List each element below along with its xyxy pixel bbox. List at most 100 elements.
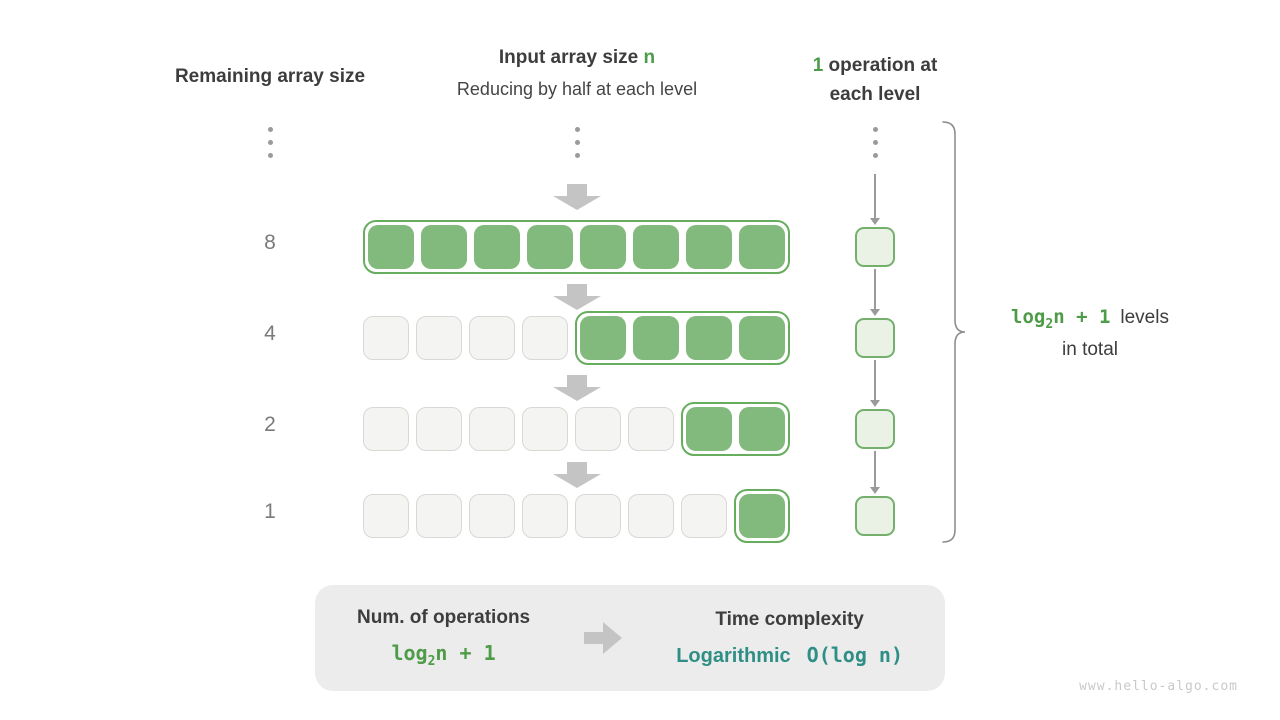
flow-arrow-icon: [869, 451, 881, 494]
array-cell-empty: [522, 494, 568, 538]
complexity-value: Logarithmic O(log n): [676, 643, 903, 668]
header-subtitle: Reducing by half at each level: [456, 79, 698, 99]
watermark: www.hello-algo.com: [1079, 679, 1238, 694]
arrow-line: [874, 360, 876, 400]
ellipsis-dots-right: [872, 127, 878, 158]
flow-arrow-icon: [869, 174, 881, 225]
active-subarray-outline: [681, 402, 790, 456]
arrow-line: [874, 174, 876, 218]
halve-arrow-icon: [553, 184, 601, 210]
array-cell-empty: [416, 407, 462, 451]
dot: [574, 140, 580, 145]
halve-arrow-icon: [553, 284, 601, 310]
header-input-array-size: Input array size n Reducing by half at e…: [427, 47, 727, 100]
flow-arrow-icon: [869, 360, 881, 407]
dot: [267, 140, 273, 145]
operation-cell: [855, 318, 895, 358]
dot: [267, 127, 273, 132]
brace-icon: [942, 121, 966, 543]
operations-title: Num. of operations: [357, 607, 531, 628]
row-size-label: 2: [264, 413, 276, 436]
array-cell-active: [686, 316, 732, 360]
array-cell-empty: [416, 316, 462, 360]
array-cell-empty: [469, 316, 515, 360]
array-cell-active: [686, 407, 732, 451]
ellipsis-dots-left: [267, 127, 273, 158]
header-remaining-array-size: Remaining array size: [174, 66, 366, 87]
array-cell-active: [368, 225, 414, 269]
array-cell-active: [739, 225, 785, 269]
operation-cell: [855, 496, 895, 536]
levels-total-line2: in total: [1062, 338, 1118, 360]
row-size-label: 1: [264, 500, 276, 523]
array-cell-active: [686, 225, 732, 269]
log-word: log: [391, 641, 428, 665]
levels-word: levels: [1120, 307, 1169, 328]
levels-total-label: log2n + 1 levels in total: [985, 306, 1195, 361]
row-size-label: 8: [264, 231, 276, 254]
arrow-line: [874, 451, 876, 487]
dot: [574, 127, 580, 132]
halve-arrow-icon: [553, 462, 601, 488]
array-cell-empty: [469, 407, 515, 451]
implies-arrow-icon: [584, 622, 623, 654]
array-cell-empty: [681, 494, 727, 538]
log-base: 2: [427, 654, 436, 669]
operation-cell: [855, 409, 895, 449]
array-cell-active: [474, 225, 520, 269]
arrow-head: [870, 309, 880, 316]
array-cell-active: [580, 316, 626, 360]
array-cell-empty: [363, 316, 409, 360]
dot: [872, 127, 878, 132]
arrow-head: [870, 487, 880, 494]
header-input-size-text: Input array size: [498, 47, 644, 68]
log-base: 2: [1045, 316, 1054, 332]
array-cell-active: [739, 407, 785, 451]
array-cell-empty: [416, 494, 462, 538]
array-cell-empty: [575, 407, 621, 451]
array-cell-active: [421, 225, 467, 269]
array-row: [363, 311, 790, 365]
ellipsis-dots-middle: [574, 127, 580, 158]
array-cell-active: [580, 225, 626, 269]
dot: [872, 140, 878, 145]
summary-box: Num. of operations log2n + 1 Time comple…: [315, 585, 945, 691]
array-cell-empty: [575, 494, 621, 538]
operations-formula: log2n + 1: [357, 641, 530, 669]
array-cell-active: [739, 316, 785, 360]
log-rest: n + 1: [1053, 306, 1111, 328]
dot: [574, 153, 580, 158]
arrow-head: [870, 218, 880, 225]
operation-cell: [855, 227, 895, 267]
arrow-head: [870, 400, 880, 407]
array-cell-active: [527, 225, 573, 269]
complexity-word: Logarithmic: [676, 644, 791, 667]
array-row: [363, 489, 790, 543]
header-one-operation-line1: 1 operation at: [775, 51, 975, 80]
array-cell-empty: [522, 316, 568, 360]
array-row: [363, 220, 790, 274]
active-subarray-outline: [575, 311, 790, 365]
header-one-highlight: 1: [812, 55, 824, 76]
big-o-notation: O(log n): [806, 642, 903, 667]
array-cell-active: [633, 225, 679, 269]
array-cell-empty: [522, 407, 568, 451]
array-cell-empty: [628, 494, 674, 538]
arrow-line: [874, 269, 876, 309]
array-cell-active: [633, 316, 679, 360]
operations-summary: Num. of operations log2n + 1: [357, 607, 530, 669]
array-cell-active: [739, 494, 785, 538]
dot: [872, 153, 878, 158]
log-word: log: [1011, 306, 1046, 328]
dot: [267, 153, 273, 158]
array-cell-empty: [363, 494, 409, 538]
row-size-label: 4: [264, 322, 276, 345]
header-input-array-size-title: Input array size n: [427, 47, 727, 69]
log-formula: log2n + 1: [1011, 306, 1111, 332]
log-rest: n + 1: [435, 641, 496, 665]
header-operation-text: operation at: [823, 55, 938, 76]
array-cell-empty: [628, 407, 674, 451]
header-one-operation: 1 operation at each level: [775, 51, 975, 109]
